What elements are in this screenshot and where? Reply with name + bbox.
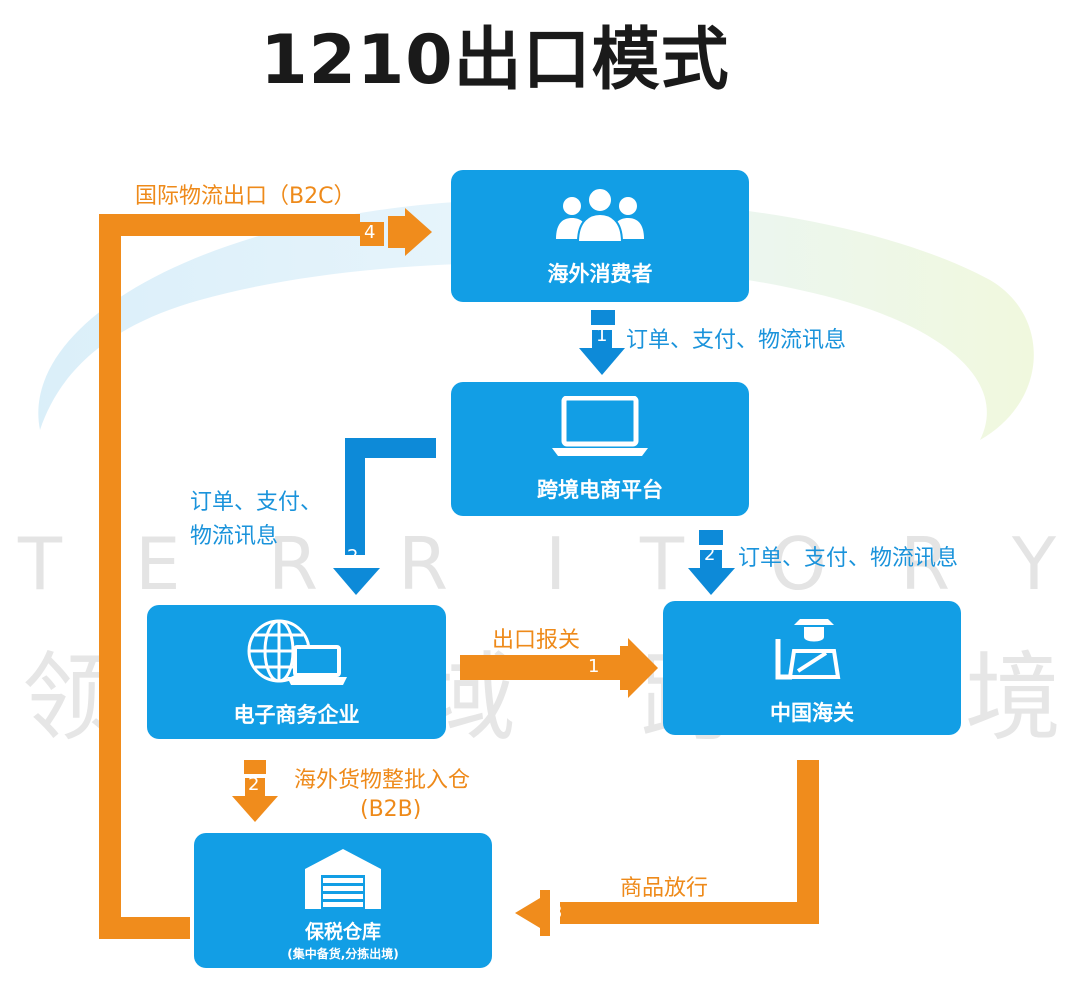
page-title: 1210出口模式 xyxy=(260,21,730,100)
intl-logistics-step-box xyxy=(360,222,384,246)
step2-left-arrowhead xyxy=(333,568,380,595)
platform-label: 跨境电商平台 xyxy=(537,478,663,502)
watermark-letter: T xyxy=(18,522,62,606)
warehouse-node: 保税仓库 (集中备货,分拣出境) xyxy=(194,833,492,968)
watermark-letter: T xyxy=(640,522,684,606)
enterprise-label: 电子商务企业 xyxy=(233,703,360,727)
consumer-platform-label: 订单、支付、物流讯息 xyxy=(626,328,847,353)
export-shaft xyxy=(460,655,628,680)
watermark-char: 境 xyxy=(965,642,1061,754)
watermark-letter: R xyxy=(268,522,319,606)
warehouse-label: 保税仓库 xyxy=(304,921,381,943)
platform-customs-label: 订单、支付、物流讯息 xyxy=(738,546,959,571)
watermark-letter: E xyxy=(135,522,181,606)
release-connector xyxy=(560,760,819,924)
laptop-icon xyxy=(552,396,648,456)
consumer-node: 海外消费者 xyxy=(451,170,749,302)
export-declaration-label: 出口报关 xyxy=(492,628,581,653)
step-number: 2 xyxy=(704,544,716,565)
release-arrowhead xyxy=(515,890,550,936)
step1-shaft xyxy=(592,330,612,350)
watermark-letter: R xyxy=(900,522,951,606)
bulk-shaft xyxy=(245,778,265,796)
people-icon xyxy=(556,187,644,243)
bulk-warehousing-label-line2: (B2B) xyxy=(360,797,422,822)
step2-right-shaft xyxy=(700,550,722,568)
step1-arrowhead xyxy=(579,348,625,375)
watermark-letter: R xyxy=(398,522,449,606)
watermark-letter: O xyxy=(770,522,827,606)
step-number: 2 xyxy=(248,774,260,795)
goods-release-label: 商品放行 xyxy=(620,876,709,901)
platform-node: 跨境电商平台 xyxy=(451,382,749,516)
customs-officer-icon xyxy=(775,619,841,680)
globe-laptop-icon xyxy=(247,619,347,685)
step1-top-box xyxy=(591,310,615,325)
bulk-warehousing-label-line1: 海外货物整批入仓 xyxy=(294,768,471,793)
step2-right-top-box xyxy=(699,530,723,545)
step2-right-arrowhead xyxy=(688,568,735,595)
step2-left-connector xyxy=(345,438,436,555)
platform-enterprise-label-line1: 订单、支付、 xyxy=(190,490,323,515)
watermark-latin: T E R R I T O R Y xyxy=(0,522,1080,606)
intl-logistics-connector xyxy=(99,214,360,939)
intl-logistics-label: 国际物流出口（B2C） xyxy=(135,184,356,209)
warehouse-icon xyxy=(305,849,381,909)
consumer-label: 海外消费者 xyxy=(547,262,653,286)
watermark-letter: Y xyxy=(1012,522,1056,606)
bulk-arrowhead xyxy=(232,796,278,822)
step-number: 4 xyxy=(364,222,376,243)
bulk-top-box xyxy=(244,760,266,774)
warehouse-sublabel: (集中备货,分拣出境) xyxy=(287,947,399,961)
export-arrowhead xyxy=(620,638,658,698)
step-number: 1 xyxy=(588,656,600,677)
customs-node: 中国海关 xyxy=(663,601,961,735)
customs-label: 中国海关 xyxy=(770,701,854,725)
intl-logistics-arrowhead xyxy=(388,208,432,256)
enterprise-node: 电子商务企业 xyxy=(147,605,446,739)
step-number: 3 xyxy=(551,902,563,923)
step-number: 1 xyxy=(596,325,608,346)
platform-enterprise-label-line2: 物流讯息 xyxy=(190,524,279,549)
watermark-letter: I xyxy=(545,522,567,606)
step-number: 2 xyxy=(347,546,359,567)
